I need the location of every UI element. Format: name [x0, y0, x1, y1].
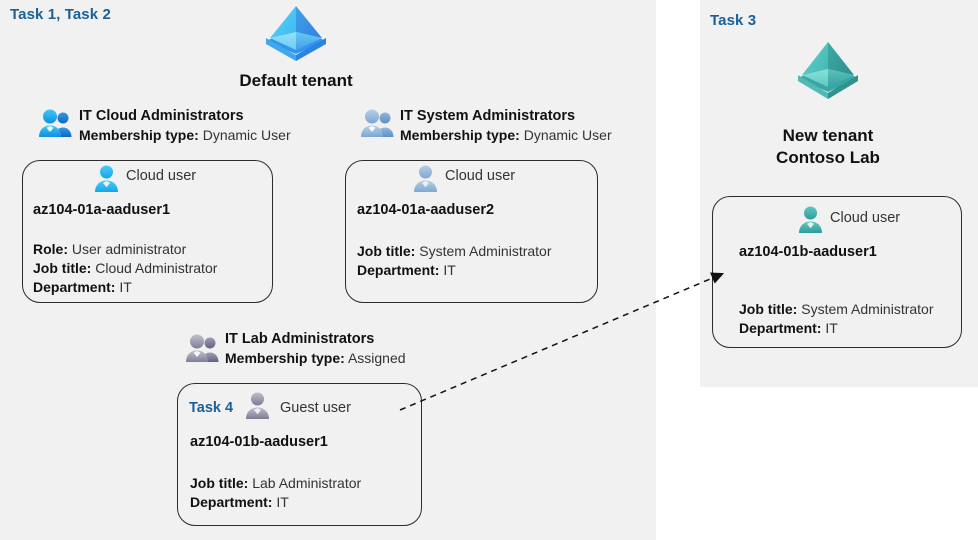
user-attributes: Job title: Lab Administrator Department:…	[190, 474, 361, 512]
membership-label: Membership type:	[400, 127, 520, 143]
attribute-row: Department: IT	[33, 278, 217, 297]
task-label-3: Task 3	[710, 12, 757, 29]
attribute-value: System Administrator	[801, 301, 934, 317]
task-label-1-2: Task 1, Task 2	[10, 6, 111, 23]
membership-value: Dynamic User	[523, 127, 612, 143]
new-tenant-name-line1: New tenant	[782, 126, 874, 145]
attribute-value: IT	[119, 279, 132, 295]
user-attributes: Job title: System Administrator Departme…	[357, 242, 552, 280]
attribute-label: Job title:	[739, 301, 798, 317]
cloud-user-icon	[92, 164, 121, 193]
attribute-label: Job title:	[33, 260, 92, 276]
group-membership-type: Membership type: Assigned	[225, 349, 406, 368]
attribute-row: Job title: System Administrator	[739, 300, 934, 319]
attribute-value: IT	[825, 320, 838, 336]
attribute-label: Job title:	[357, 243, 416, 259]
attribute-row: Role: User administrator	[33, 240, 217, 259]
group-header-it-system-administrators: IT System Administrators Membership type…	[400, 107, 612, 145]
user-attributes: Role: User administrator Job title: Clou…	[33, 240, 217, 297]
cloud-user-icon	[411, 164, 440, 193]
attribute-label: Department:	[190, 494, 273, 510]
membership-label: Membership type:	[225, 350, 345, 366]
attribute-label: Job title:	[190, 475, 249, 491]
group-membership-type: Membership type: Dynamic User	[79, 126, 291, 145]
membership-label: Membership type:	[79, 127, 199, 143]
new-tenant-name-line2: Contoso Lab	[776, 148, 880, 167]
attribute-row: Department: IT	[739, 319, 934, 338]
group-title: IT Cloud Administrators	[79, 108, 244, 124]
user-type-label: Guest user	[280, 400, 351, 416]
group-users-icon	[360, 108, 396, 138]
attribute-label: Department:	[33, 279, 116, 295]
azure-ad-tenant-icon	[790, 38, 866, 106]
attribute-value: Cloud Administrator	[95, 260, 218, 276]
membership-value: Assigned	[347, 350, 406, 366]
group-title: IT System Administrators	[400, 108, 576, 124]
attribute-row: Job title: Cloud Administrator	[33, 259, 217, 278]
attribute-value: IT	[443, 262, 456, 278]
user-attributes: Job title: System Administrator Departme…	[739, 300, 934, 338]
attribute-value: IT	[276, 494, 289, 510]
default-tenant-name: Default tenant	[239, 71, 353, 90]
user-card-az104-01b-aaduser1-cloud[interactable]	[712, 196, 962, 348]
attribute-value: Lab Administrator	[252, 475, 362, 491]
group-membership-type: Membership type: Dynamic User	[400, 126, 612, 145]
user-card-az104-01a-aaduser1[interactable]	[22, 160, 273, 303]
membership-value: Dynamic User	[202, 127, 291, 143]
group-users-icon	[185, 333, 221, 363]
attribute-label: Department:	[739, 320, 822, 336]
group-title: IT Lab Administrators	[225, 331, 375, 347]
new-tenant-name: New tenant Contoso Lab	[740, 125, 916, 169]
user-name: az104-01b-aaduser1	[190, 434, 328, 450]
guest-user-icon	[243, 391, 272, 420]
user-name: az104-01b-aaduser1	[739, 244, 877, 260]
user-type-label: Cloud user	[830, 210, 901, 226]
user-card-az104-01b-aaduser1-guest[interactable]	[177, 383, 422, 526]
cloud-user-icon	[796, 205, 825, 234]
group-users-icon	[38, 108, 74, 138]
user-name: az104-01a-aaduser1	[33, 202, 171, 218]
attribute-value: System Administrator	[419, 243, 552, 259]
attribute-row: Job title: System Administrator	[357, 242, 552, 261]
attribute-label: Role:	[33, 241, 68, 257]
attribute-label: Department:	[357, 262, 440, 278]
group-header-it-lab-administrators: IT Lab Administrators Membership type: A…	[225, 330, 406, 368]
attribute-row: Department: IT	[190, 493, 361, 512]
group-header-it-cloud-administrators: IT Cloud Administrators Membership type:…	[79, 107, 291, 145]
attribute-row: Job title: Lab Administrator	[190, 474, 361, 493]
azure-ad-tenant-icon	[258, 4, 334, 66]
user-type-label: Cloud user	[445, 168, 516, 184]
attribute-row: Department: IT	[357, 261, 552, 280]
user-type-label: Cloud user	[126, 168, 197, 184]
attribute-value: User administrator	[71, 241, 187, 257]
user-name: az104-01a-aaduser2	[357, 202, 495, 218]
task-label-4: Task 4	[189, 400, 234, 416]
